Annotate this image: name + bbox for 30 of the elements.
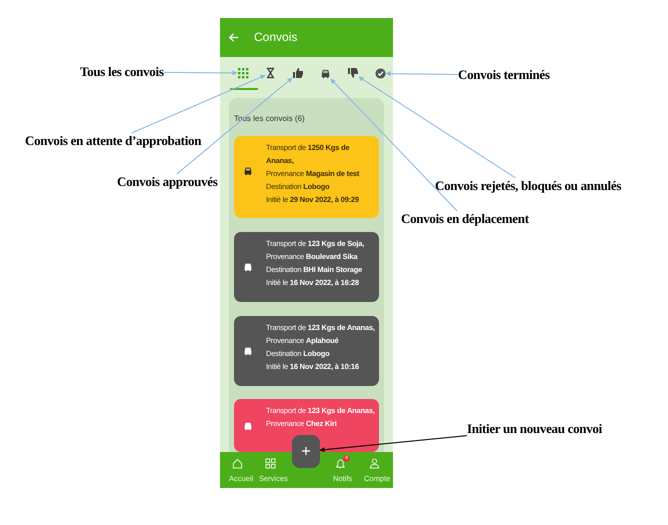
hourglass-icon [265, 67, 276, 79]
leader-line [386, 71, 458, 76]
panel-heading: Tous les convois (6) [234, 114, 305, 123]
leader-line [358, 76, 516, 178]
convoy-card [234, 136, 379, 218]
leader-line [330, 78, 458, 212]
check-icon [375, 68, 386, 79]
bottom-navigation-bar [220, 452, 393, 488]
callout-label: Initier un nouveau convoi [467, 421, 602, 437]
callout-label: Convois en déplacement [401, 211, 529, 227]
screen-title: Convois [254, 30, 298, 44]
callout-label: Convois en attente d’approbation [25, 133, 202, 149]
add-button [292, 435, 320, 468]
leader-line [176, 78, 292, 174]
app-header-bar [220, 18, 393, 57]
convoy-card [234, 316, 379, 386]
callout-label: Convois rejetés, bloqués ou annulés [435, 178, 622, 194]
grid-icon [237, 67, 249, 79]
leader-line [131, 74, 266, 134]
thumbs-down-icon [347, 67, 359, 79]
callout-label: Convois terminés [458, 67, 550, 83]
leader-line [320, 435, 468, 452]
convoy-card [234, 399, 379, 452]
list-panel [229, 98, 384, 452]
callout-label: Convois approuvés [117, 174, 218, 190]
car-icon [320, 68, 331, 79]
callout-label: Tous les convois [80, 64, 164, 80]
thumbs-up-icon [292, 67, 304, 79]
leader-line [163, 70, 238, 76]
convoy-card [234, 232, 379, 302]
